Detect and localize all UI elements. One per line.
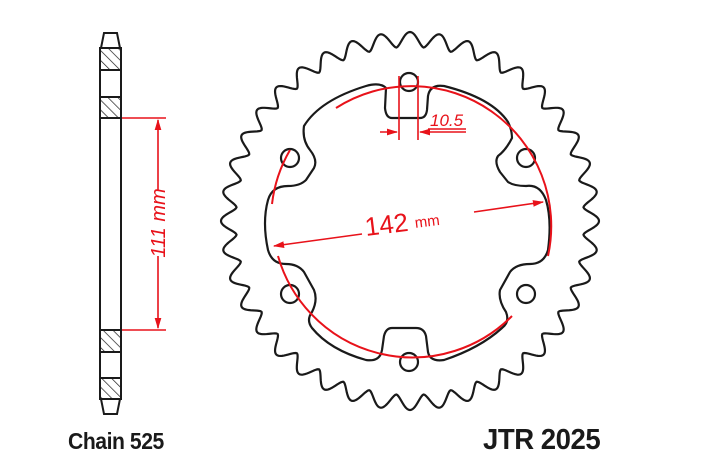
bore-dimension bbox=[122, 117, 166, 331]
side-hatch-3 bbox=[99, 329, 122, 353]
hole-dimension bbox=[380, 76, 466, 140]
pcd-value: 142 bbox=[363, 207, 410, 242]
side-body bbox=[99, 117, 122, 331]
side-profile-view bbox=[99, 32, 122, 415]
pcd-unit: mm bbox=[414, 212, 441, 232]
side-hatch-4 bbox=[99, 377, 122, 400]
hole-dimension-label: 10.5 bbox=[430, 111, 464, 130]
side-hatch-2 bbox=[99, 96, 122, 119]
bolt-hole-bottom bbox=[398, 351, 420, 373]
side-gap-2 bbox=[99, 351, 122, 379]
center-cutout bbox=[263, 83, 551, 362]
bolt-hole-top bbox=[398, 71, 420, 93]
sprocket-front-view bbox=[219, 30, 601, 412]
bolt-hole-upper-left bbox=[279, 147, 301, 169]
side-top-tooth bbox=[100, 32, 121, 49]
side-gap-1 bbox=[99, 69, 122, 98]
side-hatch-1 bbox=[99, 47, 122, 71]
side-bottom-tooth bbox=[100, 398, 121, 415]
gear-teeth-outline bbox=[219, 30, 601, 412]
part-number-label: JTR 2025 bbox=[483, 424, 601, 456]
bolt-hole-lower-right bbox=[515, 283, 537, 305]
bore-dimension-label: 111 mm bbox=[148, 188, 170, 257]
pcd-dimension bbox=[272, 200, 545, 248]
pcd-dimension-label: 142 mm bbox=[363, 207, 441, 242]
pcd-circle bbox=[271, 85, 553, 359]
bolt-hole-upper-right bbox=[515, 147, 537, 169]
chain-size-label: Chain 525 bbox=[68, 428, 164, 454]
